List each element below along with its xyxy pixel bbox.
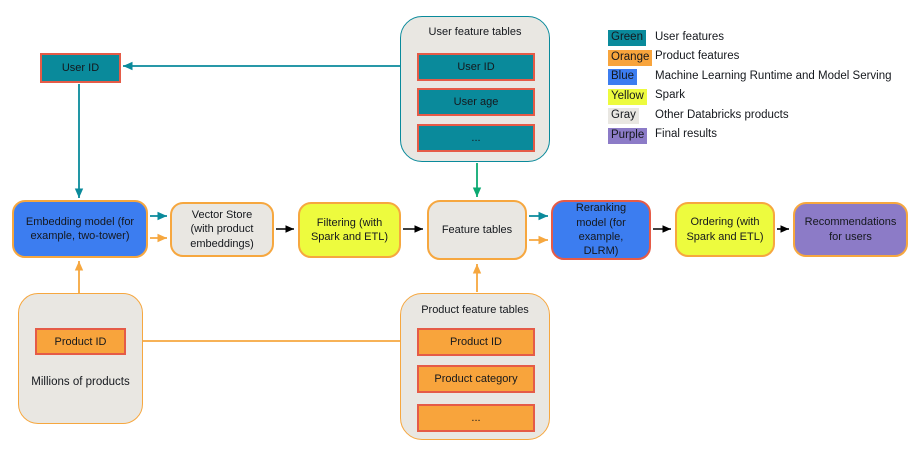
legend-row-purple: Purple Final results xyxy=(608,125,892,145)
row-product-more: ... xyxy=(417,404,535,432)
legend-label: Other Databricks products xyxy=(655,108,789,121)
legend-row-yellow: Yellow Spark xyxy=(608,86,892,106)
legend-label: User features xyxy=(655,30,725,43)
legend-label: Machine Learning Runtime and Model Servi… xyxy=(655,69,892,82)
legend-label: Product features xyxy=(655,50,740,63)
legend-chip-cell: Gray xyxy=(608,105,655,125)
row-product-id-source: Product ID xyxy=(35,328,126,355)
legend-chip-orange: Orange xyxy=(608,49,653,66)
legend: Green User features Orange Product featu… xyxy=(608,27,892,144)
legend-label: Spark xyxy=(655,89,686,102)
node-filtering: Filtering (with Spark and ETL) xyxy=(298,202,401,258)
node-ordering: Ordering (with Spark and ETL) xyxy=(675,202,775,257)
node-feature-tables: Feature tables xyxy=(427,200,527,260)
legend-label: Final results xyxy=(655,128,717,141)
legend-chip-cell: Yellow xyxy=(608,86,655,105)
node-embedding-model: Embedding model (for example, two-tower) xyxy=(12,200,148,258)
group-user-feature-tables: User feature tables User ID User age ... xyxy=(400,16,550,162)
row-user-id: User ID xyxy=(417,53,535,81)
row-user-more: ... xyxy=(417,124,535,152)
row-user-age: User age xyxy=(417,88,535,116)
legend-chip-gray: Gray xyxy=(608,108,639,125)
legend-chip-green: Green xyxy=(608,30,646,47)
legend-chip-cell: Green xyxy=(608,27,655,47)
legend-chip-blue: Blue xyxy=(608,69,638,86)
node-reranking-model: Reranking model (for example, DLRM) xyxy=(551,200,651,260)
legend-chip-cell: Orange xyxy=(608,47,655,66)
legend-chip-cell: Blue xyxy=(608,66,655,86)
group-product-feature-tables: Product feature tables Product ID Produc… xyxy=(400,293,550,440)
node-vector-store: Vector Store (with product embeddings) xyxy=(170,202,274,257)
legend-row-orange: Orange Product features xyxy=(608,47,892,67)
group-millions-of-products: Product ID Millions of products xyxy=(18,293,143,424)
legend-row-blue: Blue Machine Learning Runtime and Model … xyxy=(608,66,892,86)
node-recommendations: Recommendations for users xyxy=(793,202,908,257)
group-millions-of-products-caption: Millions of products xyxy=(31,376,130,388)
legend-chip-yellow: Yellow xyxy=(608,88,647,105)
group-user-feature-tables-title: User feature tables xyxy=(428,26,522,38)
legend-row-green: Green User features xyxy=(608,27,892,47)
group-product-feature-tables-title: Product feature tables xyxy=(421,304,529,316)
legend-chip-purple: Purple xyxy=(608,127,648,144)
row-product-id: Product ID xyxy=(417,328,535,356)
node-user-id-source: User ID xyxy=(40,53,121,83)
legend-chip-cell: Purple xyxy=(608,125,655,144)
legend-row-gray: Gray Other Databricks products xyxy=(608,105,892,125)
row-product-category: Product category xyxy=(417,365,535,393)
